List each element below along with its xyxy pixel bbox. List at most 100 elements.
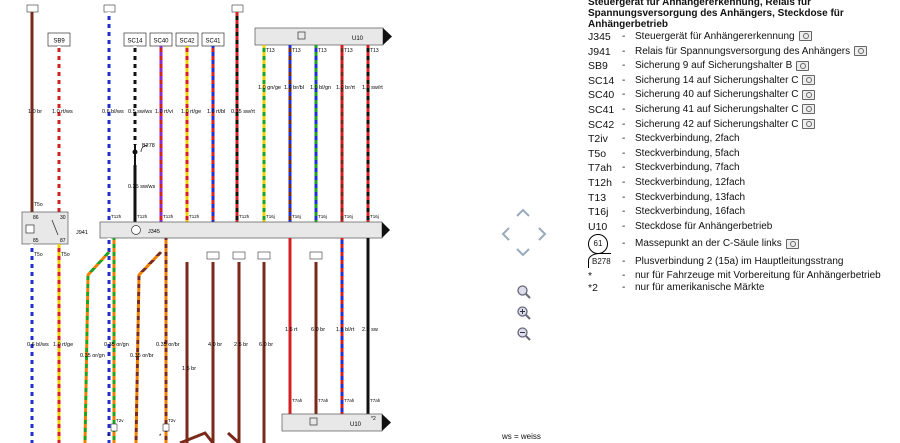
ground-symbol: 61 bbox=[588, 234, 608, 255]
camera-icon[interactable] bbox=[802, 118, 816, 129]
legend-item: SB9-Sicherung 9 auf Sicherungshalter B bbox=[588, 59, 900, 74]
legend-item: T7ah-Steckverbindung, 7fach bbox=[588, 162, 740, 175]
pin-label: T16j bbox=[344, 214, 353, 219]
legend-panel: Steuergerät für Anhängererkennung, Relai… bbox=[588, 0, 900, 294]
legend-desc: nur für amerikanische Märkte bbox=[635, 282, 765, 294]
legend-code: J941 bbox=[588, 45, 611, 58]
pin-label: T2v bbox=[168, 418, 176, 423]
pin-label: T13 bbox=[292, 48, 301, 54]
socket-icon bbox=[297, 31, 306, 40]
wire-label: 1.0 sw/rt bbox=[362, 85, 383, 91]
u10-bottom-label: U10 bbox=[350, 422, 362, 428]
u10-arrow bbox=[383, 28, 392, 45]
pin-label: T13 bbox=[344, 48, 353, 54]
pan-up-button[interactable] bbox=[514, 206, 532, 218]
legend-desc: Steckverbindung, 12fach bbox=[635, 176, 746, 188]
zoom-out-button[interactable] bbox=[516, 326, 532, 342]
wire-label: 0.35 sw/ws bbox=[128, 184, 155, 190]
magnifier-icon bbox=[517, 285, 531, 299]
pin-label: T13 bbox=[318, 48, 327, 54]
top-tag bbox=[26, 4, 39, 13]
wire-label: 0.35 or/br bbox=[156, 342, 180, 348]
legend-code: T7ah bbox=[588, 162, 612, 175]
camera-icon[interactable] bbox=[802, 75, 816, 86]
legend-desc: Steuergerät für Anhängererkennung bbox=[635, 31, 795, 42]
legend-item: T5o-Steckverbindung, 5fach bbox=[588, 147, 740, 160]
legend-desc: Steckverbindung, 5fach bbox=[635, 147, 740, 159]
wire-label: 1.0 rt/ge bbox=[181, 109, 201, 115]
pin-label: T7ah bbox=[344, 398, 355, 403]
pin-label: T12h bbox=[239, 214, 250, 219]
legend-item: *2 - nur für amerikanische Märkte bbox=[588, 282, 765, 295]
legend-desc: Sicherung 42 auf Sicherungshalter C bbox=[635, 118, 799, 130]
plus-connection-symbol: B278 bbox=[588, 253, 611, 269]
fuse-label: SB9 bbox=[53, 39, 65, 45]
legend-title: Steuergerät für Anhängererkennung, Relai… bbox=[588, 0, 844, 30]
legend-item: T16j-Steckverbindung, 16fach bbox=[588, 206, 746, 219]
legend-item: T12h-Steckverbindung, 12fach bbox=[588, 176, 746, 189]
legend-item: T13-Steckverbindung, 13fach bbox=[588, 191, 746, 204]
chevron-down-icon bbox=[516, 248, 530, 257]
wire-label: 1.5 br bbox=[182, 366, 196, 372]
wire-label: 0.6 bl/ws bbox=[27, 342, 49, 348]
j345-box bbox=[99, 221, 383, 239]
legend-item: T2iv-Steckverbindung, 2fach bbox=[588, 133, 740, 146]
pan-down-button[interactable] bbox=[514, 247, 532, 259]
pan-right-button[interactable] bbox=[537, 225, 549, 243]
pin-label: T7ah bbox=[292, 398, 303, 403]
camera-icon[interactable] bbox=[802, 89, 816, 100]
fuse-label: SC42 bbox=[179, 39, 195, 45]
relay-pin: T5o bbox=[34, 252, 43, 258]
pin-label: T12h bbox=[163, 214, 174, 219]
legend-code: SC40 bbox=[588, 89, 615, 102]
legend-desc: Plusverbindung 2 (15a) im Hauptleitungss… bbox=[635, 256, 844, 268]
wire-label: 0.35 or/br bbox=[130, 353, 154, 359]
legend-code: T5o bbox=[588, 147, 607, 160]
camera-icon[interactable] bbox=[854, 45, 868, 56]
legend-desc: Steckverbindung, 7fach bbox=[635, 162, 740, 174]
k-symbol bbox=[131, 225, 141, 235]
wire-label: 4.0 br bbox=[208, 342, 222, 348]
wire-label: 0.6 bl/ws bbox=[102, 109, 124, 115]
legend-desc: Sicherung 9 auf Sicherungshalter B bbox=[635, 60, 793, 72]
legend-code: * bbox=[588, 270, 593, 283]
legend-item: SC41-Sicherung 41 auf Sicherungshalter C bbox=[588, 103, 900, 118]
wire-label: 1.0 bl/gn bbox=[310, 85, 331, 91]
u10-top-box bbox=[254, 27, 384, 46]
camera-icon[interactable] bbox=[802, 104, 816, 115]
wire-label: 1.0 rt/bl bbox=[207, 109, 225, 115]
footnote-mark: *2 bbox=[371, 416, 376, 422]
pan-left-button[interactable] bbox=[499, 225, 511, 243]
wire-label: 1.0 gn/ge bbox=[258, 85, 281, 91]
top-tag bbox=[103, 4, 116, 13]
wire-label: 1.0 br/rt bbox=[336, 85, 355, 91]
legend-desc: Steckverbindung, 13fach bbox=[635, 191, 746, 203]
camera-icon[interactable] bbox=[798, 31, 812, 42]
legend-code: T12h bbox=[588, 176, 612, 189]
wiring-diagram: SB9 SC14 SC40 SC42 SC41 U10 B278 0.35 sw… bbox=[21, 4, 392, 443]
legend-code: SC42 bbox=[588, 118, 615, 131]
relay-pin: T5o bbox=[61, 252, 70, 258]
zoom-fit-button[interactable] bbox=[516, 284, 532, 300]
camera-icon[interactable] bbox=[796, 60, 810, 71]
chevron-up-icon bbox=[516, 208, 530, 217]
pin-label: T7ah bbox=[318, 398, 329, 403]
legend-item: U10-Steckdose für Anhängerbetrieb bbox=[588, 220, 773, 233]
upper-wires bbox=[30, 12, 370, 222]
wire-label: 6.0 br bbox=[311, 327, 325, 333]
fuse-label: SC40 bbox=[153, 39, 169, 45]
u10-bottom-arrow bbox=[382, 414, 391, 431]
footnote-mark: * bbox=[107, 434, 110, 440]
relay-pin: 87 bbox=[60, 238, 66, 244]
zoom-in-button[interactable] bbox=[516, 305, 532, 321]
legend-code: T2iv bbox=[588, 133, 608, 146]
legend-code: T16j bbox=[588, 206, 609, 219]
legend-desc: Relais für Spannungsversorgung des Anhän… bbox=[635, 45, 851, 57]
j345-arrow bbox=[382, 222, 390, 238]
pin-label: T16j bbox=[292, 214, 301, 219]
wire-label: 1.5 bl/rt bbox=[336, 327, 355, 333]
relay-pin: 85 bbox=[33, 238, 39, 244]
camera-icon[interactable] bbox=[785, 238, 799, 249]
wire-label: 0.35 or/gn bbox=[80, 353, 105, 359]
